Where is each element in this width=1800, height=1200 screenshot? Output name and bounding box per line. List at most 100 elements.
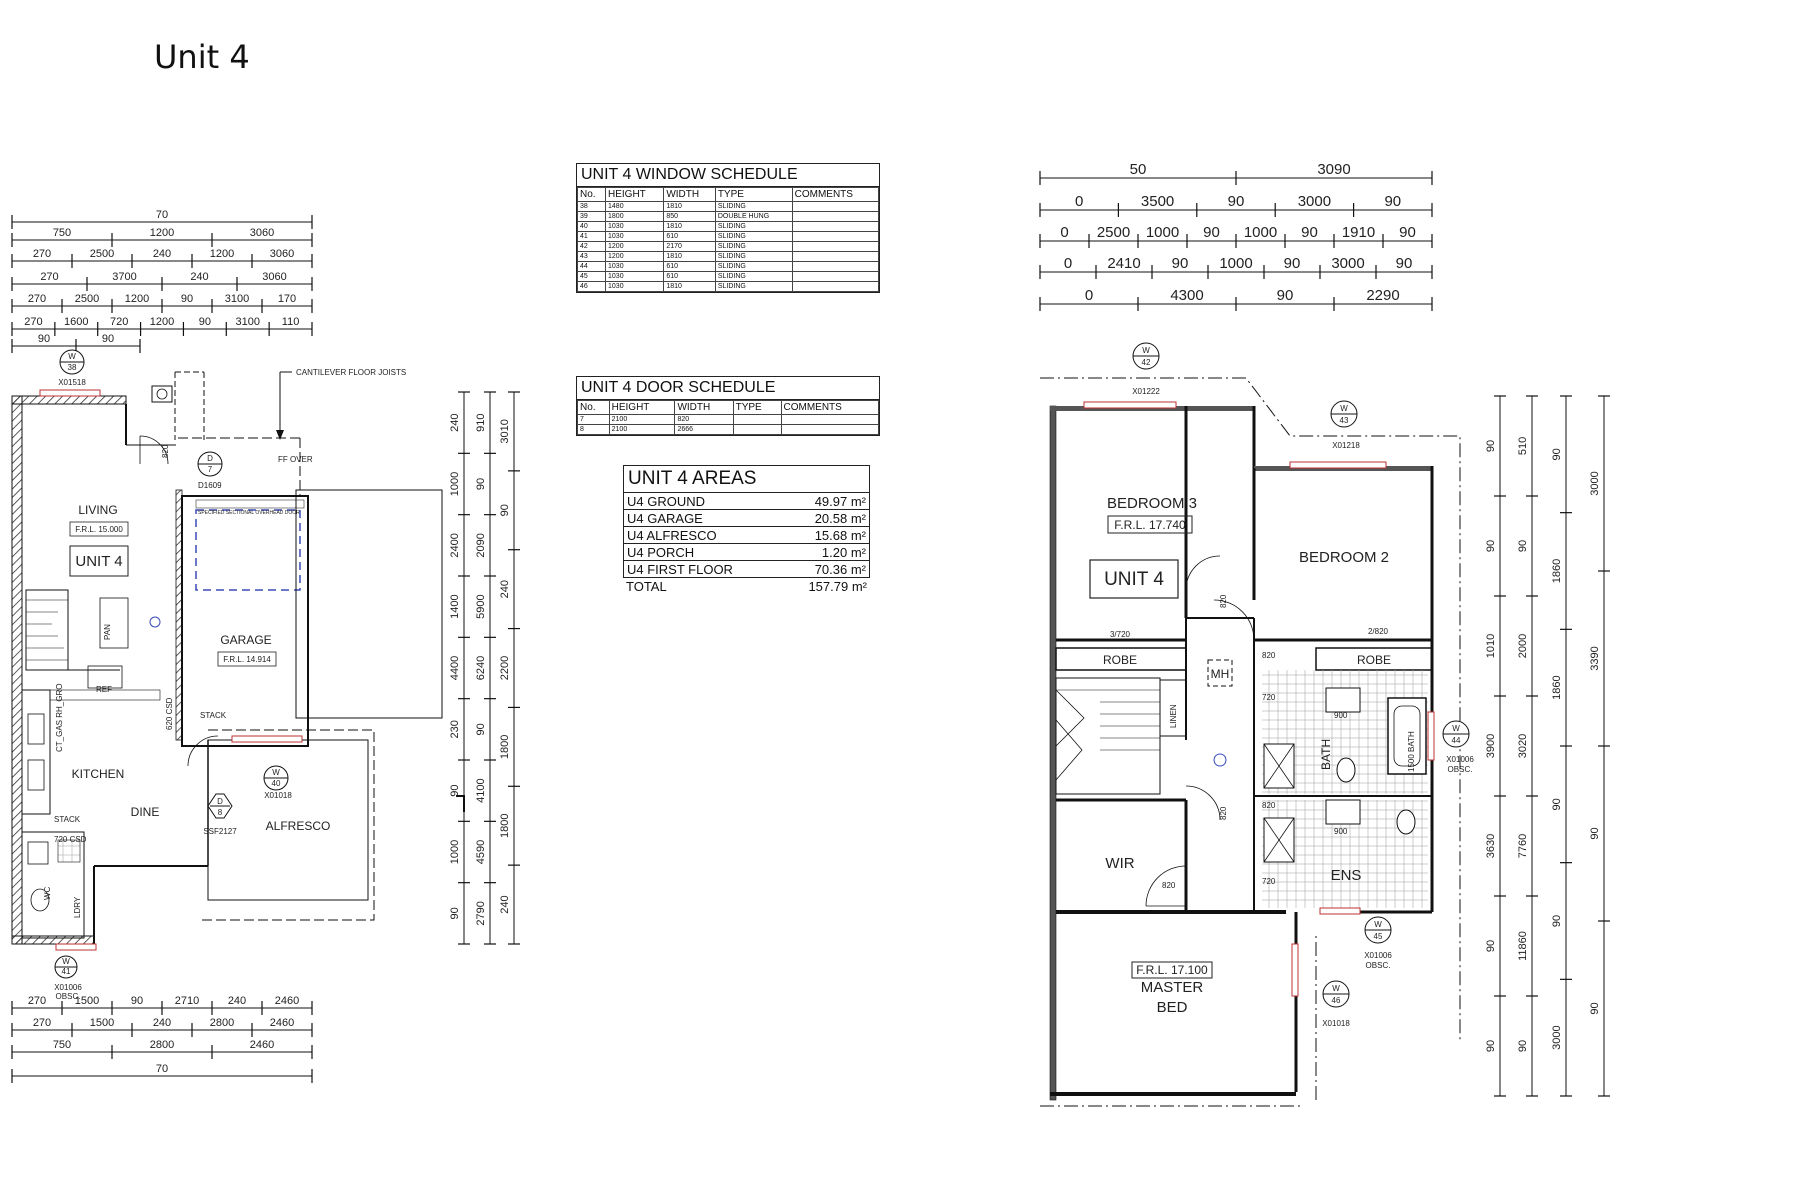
first-top-dim-row-label: 4300 [1170, 287, 1203, 304]
ground-top-dim-row-label: 3700 [112, 271, 136, 283]
ground-bottom-dim-row-label: 70 [156, 1063, 168, 1075]
ground-top-dim-row-label: 2500 [90, 248, 114, 260]
door-schedule-cell: 2100 [608, 424, 676, 435]
window-marker-46: W 46 [1322, 980, 1350, 1008]
window-schedule-cell [791, 271, 880, 282]
first-top-dim-row-label: 90 [1228, 193, 1245, 210]
window-schedule-col-header: TYPE [714, 187, 793, 202]
ground-right-dim-col-label: 90 [449, 785, 461, 797]
room-living: LIVING [78, 503, 117, 517]
door-size: 820 [161, 444, 170, 458]
window-schedule-cell: SLIDING [714, 261, 793, 272]
first-top-dim-row-label: 0 [1085, 287, 1093, 304]
window-schedule-cell: 610 [663, 271, 716, 282]
first-right-dim-col-label: 1860 [1551, 675, 1563, 699]
ground-top-dim-row-label: 270 [24, 316, 42, 328]
window-schedule-cell: 46 [576, 281, 607, 292]
ground-bottom-dim-row-label: 2800 [150, 1039, 174, 1051]
ground-right-dimensions: 2401000240014004400230901000909109020905… [449, 391, 520, 945]
manhole-label: MH [1211, 667, 1230, 681]
door-schedule-col-header: TYPE [732, 400, 782, 415]
ground-top-dim-row-label: 3100 [235, 316, 259, 328]
window-schedule-cell [791, 281, 880, 292]
first-right-dim-col-label: 90 [1517, 540, 1529, 552]
ground-right-dim-col-label: 230 [449, 720, 461, 738]
ground-top-dim-row-label: 90 [181, 293, 193, 305]
svg-text:40: 40 [272, 779, 281, 788]
room-master-line1: MASTER [1141, 979, 1204, 996]
first-top-dim-row-label: 2500 [1097, 224, 1130, 241]
window-code-master: X01018 [1322, 1019, 1350, 1028]
ground-right-dim-col-label: 2200 [499, 656, 511, 680]
area-label: U4 PORCH [627, 545, 695, 560]
door-820-b: 820 [1262, 651, 1276, 660]
window-schedule-cell: 1810 [663, 251, 716, 262]
stack-note-1: STACK [200, 711, 227, 720]
svg-text:45: 45 [1374, 932, 1383, 941]
ground-right-dim-col-label: 1800 [499, 813, 511, 837]
door-schedule-cell: 2666 [674, 424, 734, 435]
first-right-dim-col-label: 510 [1517, 437, 1529, 455]
ground-bottom-dim-row-label: 270 [28, 995, 46, 1007]
first-top-dim-row-label: 90 [1396, 255, 1413, 272]
window-schedule-cell: 1810 [663, 281, 716, 292]
door-schedule-cell: 7 [577, 414, 610, 425]
window-schedule-cell: 1030 [605, 281, 665, 292]
window-schedule-cell: SLIDING [714, 271, 793, 282]
first-top-dim-row-label: 0 [1060, 224, 1068, 241]
first-top-dim-row-label: 2290 [1366, 287, 1399, 304]
first-top-dim-row-label: 90 [1284, 255, 1301, 272]
svg-text:W: W [68, 352, 76, 361]
svg-text:W: W [1332, 984, 1340, 993]
first-right-dim-col-label: 3020 [1517, 734, 1529, 758]
window-code-first-top: X01222 [1132, 387, 1160, 396]
first-right-dim-col-label: 3390 [1589, 646, 1601, 670]
window-schedule-cell: 1810 [663, 221, 716, 232]
first-right-dim-col-label: 1010 [1485, 634, 1497, 658]
svg-text:42: 42 [1142, 358, 1151, 367]
first-right-dim-col-label: 3900 [1485, 734, 1497, 758]
window-schedule-col-header: WIDTH [663, 187, 716, 202]
window-schedule-cell: 1200 [605, 241, 665, 252]
ground-room-labels: LIVING F.R.L. 15.000 UNIT 4 GARAGE F.R.L… [43, 503, 330, 918]
window-schedule-cell: 44 [576, 261, 607, 272]
first-top-dim-row-label: 90 [1384, 193, 1401, 210]
window-schedule-cell: DOUBLE HUNG [714, 211, 793, 222]
first-top-dim-row-label: 0 [1064, 255, 1072, 272]
door-820-d: 820 [1162, 881, 1176, 890]
ground-right-dim-col-label: 910 [475, 413, 487, 431]
room-robe-2: ROBE [1357, 653, 1391, 667]
ground-top-dim-row-label: 110 [282, 316, 300, 328]
first-right-dim-col-label: 90 [1589, 827, 1601, 839]
ground-top-dim-row-label: 240 [190, 271, 208, 283]
window-marker-43: W 43 [1330, 400, 1358, 428]
areas-total-row: TOTAL 157.79 m² [623, 578, 870, 598]
csd-note-2: 720 CSD [54, 835, 87, 844]
window-marker-40: W 40 [263, 765, 289, 791]
ground-right-dim-col-label: 4100 [475, 778, 487, 802]
ground-top-dim-row-label: 270 [40, 271, 58, 283]
svg-text:41: 41 [62, 967, 71, 976]
first-right-dim-col-label: 90 [1485, 540, 1497, 552]
first-right-dim-col-label: 90 [1485, 1040, 1497, 1052]
window-schedule-title: UNIT 4 WINDOW SCHEDULE [577, 164, 879, 187]
area-value: 49.97 m² [814, 494, 866, 509]
window-schedule-cell: 41 [576, 231, 607, 242]
window-schedule-cell [791, 241, 880, 252]
csd-note: 620 CSD [165, 697, 174, 730]
ground-right-dim-col-label: 3010 [499, 419, 511, 443]
window-schedule-cell: 2170 [663, 241, 716, 252]
first-top-dim-row-label: 3000 [1331, 255, 1364, 272]
